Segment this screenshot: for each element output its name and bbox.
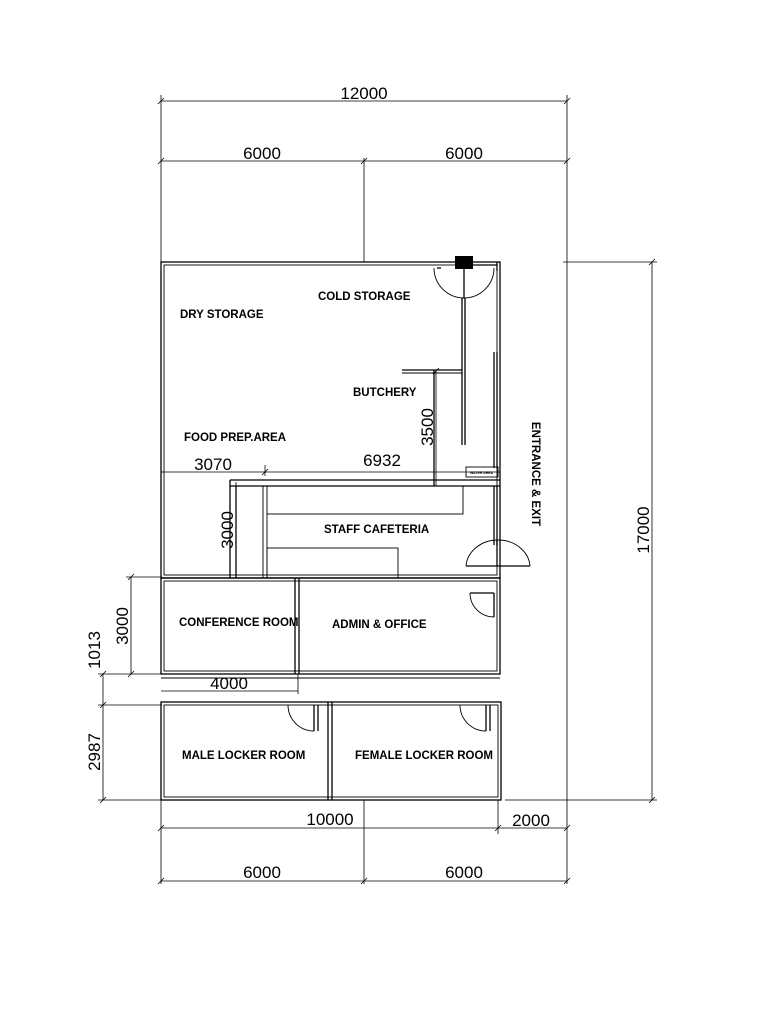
dim-butchery-height: 3500	[418, 408, 437, 446]
walls	[160, 256, 530, 801]
dim-left-corridor: 1013	[85, 631, 104, 669]
dim-bottom-left-span: 10000	[306, 810, 353, 829]
dim-top-right: 6000	[445, 144, 483, 163]
label-admin-office: ADMIN & OFFICE	[332, 619, 427, 631]
label-food-prep: FOOD PREP.AREA	[184, 432, 286, 444]
label-cold-storage: COLD STORAGE	[318, 291, 411, 303]
dimension-labels: 12000 6000 6000 10000 2000 6000 6000 170…	[85, 84, 653, 882]
dim-right-height: 17000	[634, 506, 653, 553]
label-conference-room: CONFERENCE ROOM	[179, 617, 298, 629]
dim-bottom-left: 6000	[243, 863, 281, 882]
dim-left-conference: 3000	[113, 607, 132, 645]
dim-bottom-right-span: 2000	[512, 811, 550, 830]
dim-food-prep-width: 3070	[194, 455, 232, 474]
label-staff-cafeteria: STAFF CAFETERIA	[324, 524, 429, 536]
dim-left-locker: 2987	[85, 733, 104, 771]
dim-top-total: 12000	[340, 84, 387, 103]
label-entrance-exit: ENTRANCE & EXIT	[529, 422, 541, 526]
label-female-locker: FEMALE LOCKER ROOM	[355, 750, 493, 762]
doors	[287, 267, 531, 732]
dim-conference-width: 4000	[210, 674, 248, 693]
dim-top-left: 6000	[243, 144, 281, 163]
room-labels: DRY STORAGE COLD STORAGE BUTCHERY FOOD P…	[179, 291, 541, 762]
label-male-locker: MALE LOCKER ROOM	[182, 750, 305, 762]
dimension-lines	[98, 95, 657, 885]
dim-cafeteria-height: 3000	[218, 511, 237, 549]
dim-interior-width: 6932	[363, 451, 401, 470]
label-water-area: WATER AREA	[470, 471, 494, 475]
dim-bottom-right: 6000	[445, 863, 483, 882]
column	[455, 256, 473, 269]
label-dry-storage: DRY STORAGE	[180, 309, 264, 321]
label-butchery: BUTCHERY	[353, 387, 417, 399]
